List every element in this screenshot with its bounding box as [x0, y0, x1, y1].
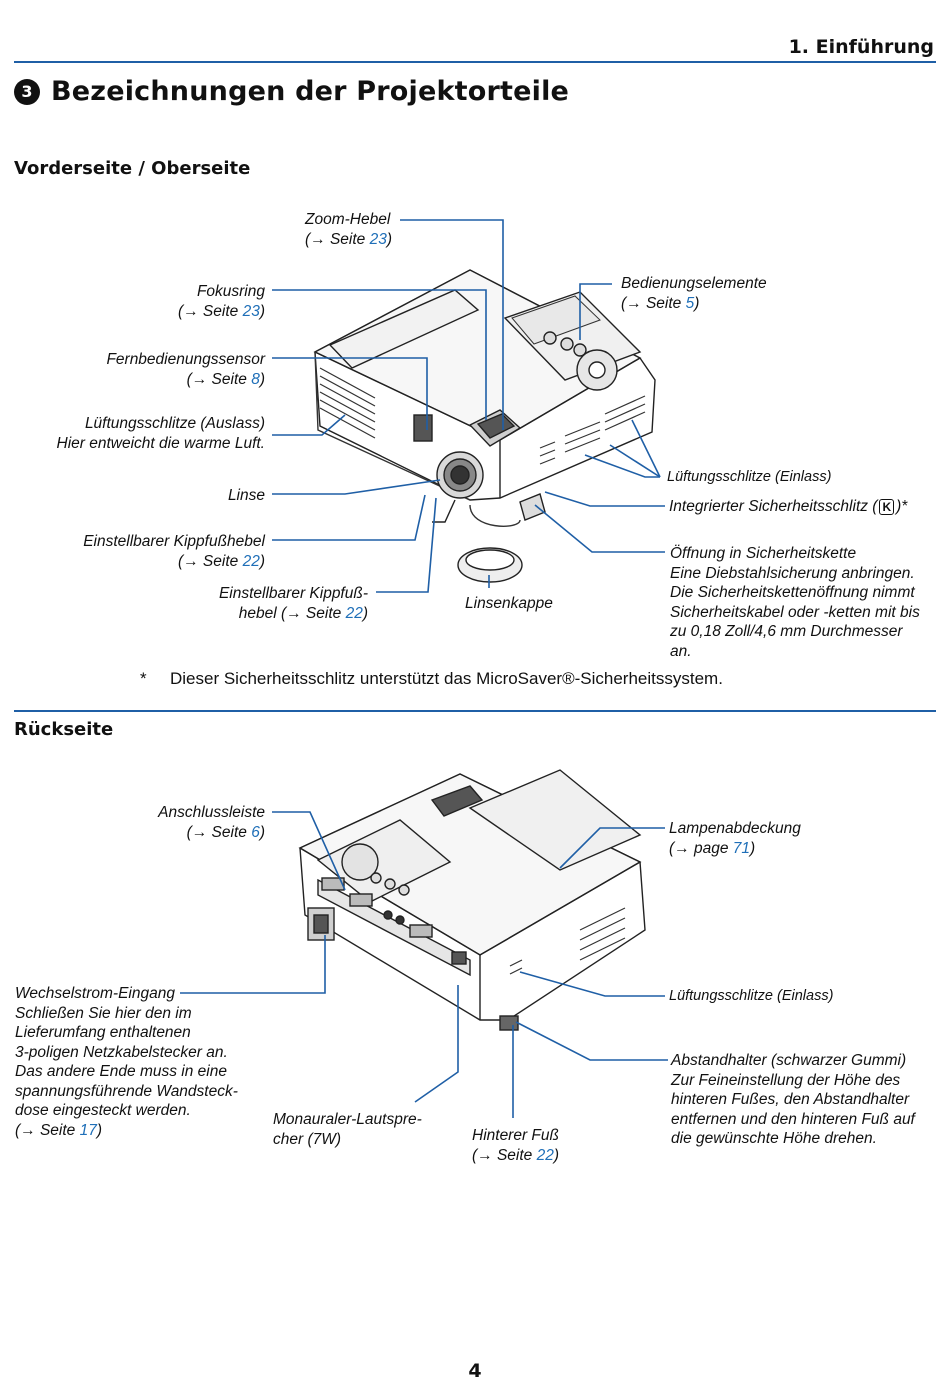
- chapter-heading: 1. Einführung: [788, 36, 934, 58]
- page-link[interactable]: 8: [251, 370, 260, 388]
- page-link[interactable]: 5: [685, 294, 695, 312]
- kensington-lock-icon: K: [879, 499, 895, 515]
- label-lautsprecher: Monauraler-Lautspre- cher (7W): [273, 1111, 422, 1148]
- label-lampenabdeckung: Lampenabdeckung (→ page 71): [669, 820, 801, 857]
- page-link[interactable]: 22: [345, 604, 363, 622]
- label-linse: Linse: [227, 487, 265, 504]
- section-heading-front: Vorderseite / Oberseite: [14, 158, 251, 179]
- back-leader-lines: [180, 811, 668, 1118]
- page-number: 4: [468, 1360, 482, 1382]
- back-projector-illustration: [298, 769, 646, 1031]
- header-rule: [14, 61, 936, 63]
- front-projector-illustration: [313, 269, 656, 583]
- front-leader-lines: [272, 219, 665, 593]
- label-anschlussleiste: Anschlussleiste (→ Seite 6): [158, 804, 265, 841]
- section-number-badge: 3: [14, 78, 40, 105]
- label-kippfusshebel-2: Einstellbarer Kippfuß- hebel (→ Seite 22…: [218, 585, 368, 622]
- label-abstandhalter: Abstandhalter (schwarzer Gummi) Zur Fein…: [671, 1052, 915, 1147]
- label-sicherheitsschlitz: Integrierter Sicherheitsschlitz (K)*: [669, 498, 908, 515]
- label-bedienungselemente: Bedienungselemente (→ Seite 5): [621, 275, 767, 312]
- label-linsenkappe: Linsenkappe: [465, 595, 553, 612]
- section-heading-back: Rückseite: [14, 719, 114, 740]
- label-fernbedienungssensor: Fernbedienungssensor (→ Seite 8): [106, 351, 265, 388]
- label-fokusring: Fokusring (→ Seite 23): [177, 283, 265, 320]
- section-rule: [14, 710, 936, 712]
- label-hinterer-fuss: Hinterer Fuß (→ Seite 22): [472, 1127, 560, 1164]
- label-wechselstrom-eingang: Wechselstrom-Eingang Schließen Sie hier …: [15, 985, 238, 1139]
- page-title: 3 Bezeichnungen der Projektorteile: [14, 76, 569, 107]
- label-lueftung-auslass: Lüftungsschlitze (Auslass) Hier entweich…: [56, 415, 265, 452]
- label-zoom-hebel: Zoom-Hebel (→ Seite 23): [305, 211, 393, 248]
- label-lueftung-einlass-front: Lüftungsschlitze (Einlass): [667, 469, 832, 485]
- label-lueftung-einlass-back: Lüftungsschlitze (Einlass): [669, 988, 834, 1004]
- footnote: *Dieser Sicherheitsschlitz unterstützt d…: [140, 669, 723, 688]
- page-link[interactable]: 71: [732, 839, 751, 857]
- page-link[interactable]: 23: [369, 230, 387, 248]
- page-link[interactable]: 22: [536, 1146, 554, 1164]
- page-link[interactable]: 6: [251, 823, 260, 841]
- page-title-text: Bezeichnungen der Projektorteile: [51, 76, 570, 107]
- page-link[interactable]: 17: [79, 1121, 97, 1139]
- page-link[interactable]: 23: [242, 302, 260, 320]
- label-kippfusshebel-1: Einstellbarer Kippfußhebel (→ Seite 22): [83, 533, 265, 570]
- label-sicherheitskette: Öffnung in Sicherheitskette Eine Diebsta…: [670, 545, 920, 660]
- page-link[interactable]: 22: [242, 552, 260, 570]
